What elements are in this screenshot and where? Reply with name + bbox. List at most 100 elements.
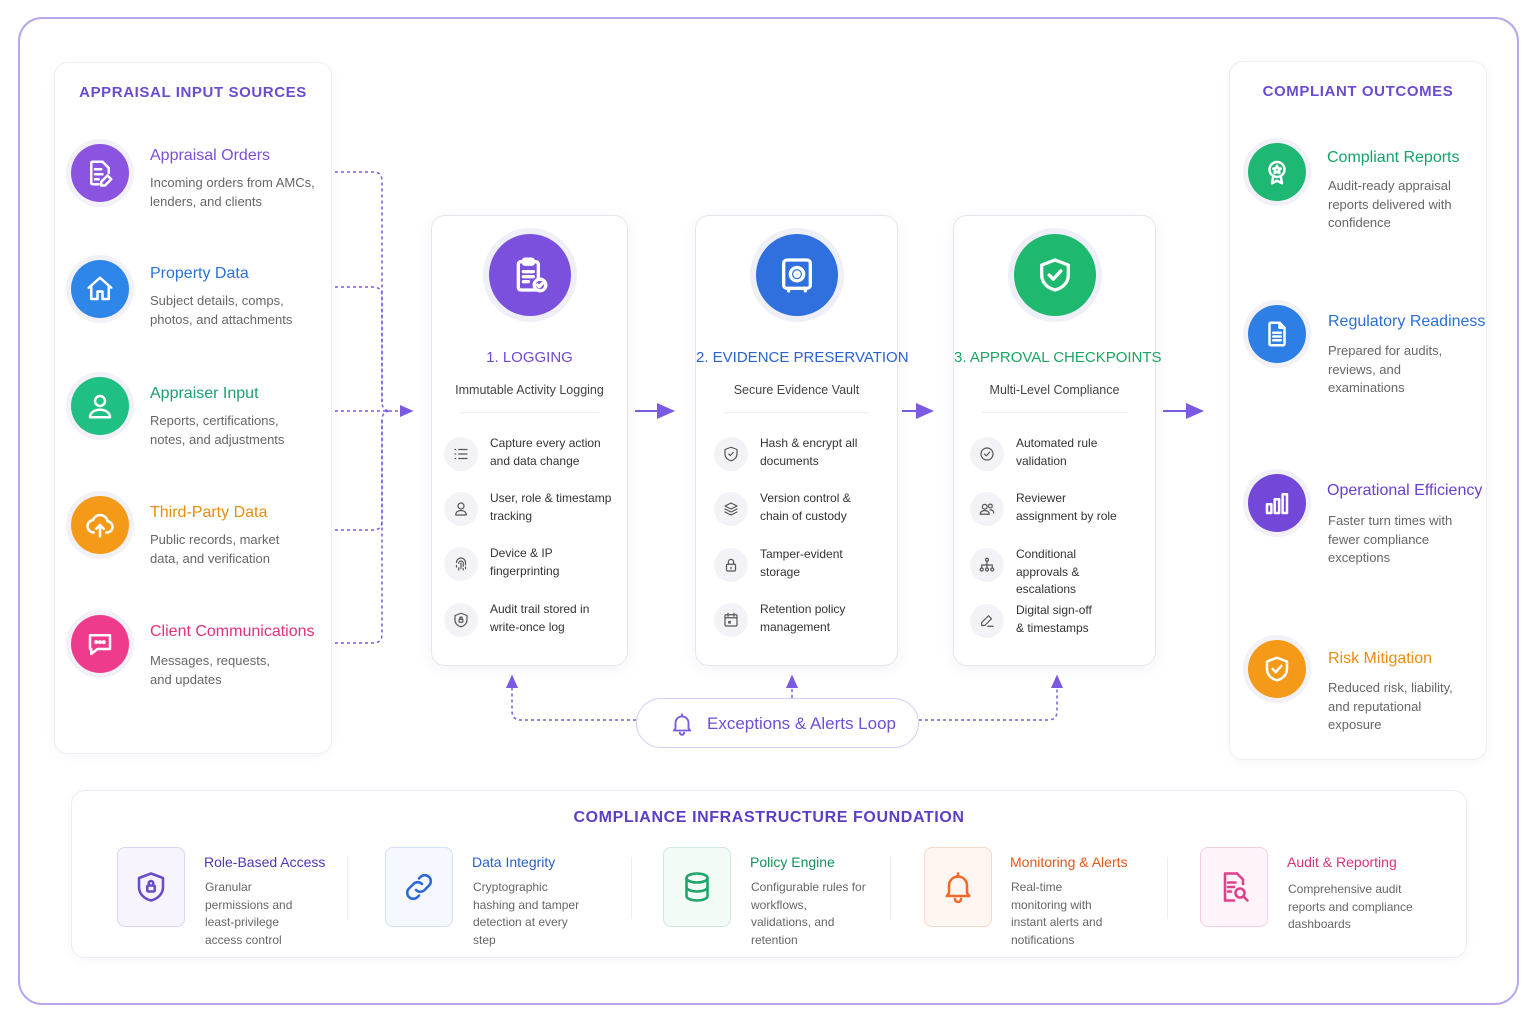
compliance-foundation-panel: COMPLIANCE INFRASTRUCTURE FOUNDATION Rol… xyxy=(71,790,1467,958)
step: Retention policy management xyxy=(714,601,887,649)
outcome-title: Risk Mitigation xyxy=(1328,650,1433,667)
step-text: Automated rule validation xyxy=(1016,436,1098,468)
step-text: Audit trail stored in write-once log xyxy=(490,602,590,634)
calendar-icon xyxy=(714,603,748,637)
divider xyxy=(890,857,891,919)
step: Device & IP fingerprinting xyxy=(444,545,617,593)
divider xyxy=(460,412,599,413)
foundation-item-title: Data Integrity xyxy=(472,854,556,870)
document-edit-icon xyxy=(71,144,129,202)
step-text: Device & IP fingerprinting xyxy=(490,546,560,578)
step: Version control & chain of custody xyxy=(714,490,887,538)
compliant-outcomes-panel: COMPLIANT OUTCOMES Compliant Reports Aud… xyxy=(1229,61,1487,760)
step: Digital sign-off & timestamps xyxy=(970,602,1145,650)
divider xyxy=(724,412,869,413)
list-icon xyxy=(444,437,478,471)
stage-logging: 1. LOGGING Immutable Activity Logging Ca… xyxy=(431,215,628,666)
foundation-audit-reporting: Audit & Reporting Comprehensive audit re… xyxy=(1200,847,1430,931)
step: Tamper-evident storage xyxy=(714,546,887,594)
check-circle-icon xyxy=(970,437,1004,471)
foundation-item-desc: Real-time monitoring with instant alerts… xyxy=(1011,880,1103,947)
input-client-communications: Client Communications Messages, requests… xyxy=(71,615,331,705)
report-search-icon xyxy=(1200,847,1268,927)
database-icon xyxy=(663,847,731,927)
stage-approval-checkpoints: 3. APPROVAL CHECKPOINTS Multi-Level Comp… xyxy=(953,215,1162,666)
foundation-item-desc: Comprehensive audit reports and complian… xyxy=(1288,882,1413,931)
foundation-data-integrity: Data Integrity Cryptographic hashing and… xyxy=(385,847,615,947)
bell-icon xyxy=(672,713,692,736)
shield-lock-icon xyxy=(117,847,185,927)
cloud-upload-icon xyxy=(71,496,129,554)
stage-subtitle: Secure Evidence Vault xyxy=(733,383,860,397)
award-icon xyxy=(1248,143,1306,201)
fingerprint-icon xyxy=(444,547,478,581)
foundation-item-desc: Granular permissions and least-privilege… xyxy=(205,880,293,947)
hierarchy-icon xyxy=(970,548,1004,582)
step-text: Digital sign-off & timestamps xyxy=(1016,603,1092,635)
input-title: Appraiser Input xyxy=(150,385,259,402)
document-icon xyxy=(1248,305,1306,363)
step-text: Retention policy management xyxy=(760,602,846,634)
step: Conditional approvals & escalations xyxy=(970,546,1145,596)
step-text: Tamper-evident storage xyxy=(760,547,843,579)
step: Audit trail stored in write-once log xyxy=(444,601,617,649)
input-title: Client Communications xyxy=(150,623,315,640)
divider xyxy=(1167,857,1168,919)
outcome-desc: Prepared for audits, reviews, and examin… xyxy=(1328,343,1443,395)
stage-subtitle: Multi-Level Compliance xyxy=(989,383,1120,397)
outcome-title: Regulatory Readiness xyxy=(1328,313,1486,330)
step-text: Capture every action and data change xyxy=(490,436,601,468)
outcome-risk-mitigation: Risk Mitigation Reduced risk, liability,… xyxy=(1244,640,1494,750)
step: Capture every action and data change xyxy=(444,435,617,483)
outcome-desc: Reduced risk, liability, and reputationa… xyxy=(1328,680,1453,732)
outcome-title: Compliant Reports xyxy=(1327,149,1460,166)
foundation-item-title: Monitoring & Alerts xyxy=(1010,854,1128,870)
step: Automated rule validation xyxy=(970,435,1145,483)
input-title: Third-Party Data xyxy=(150,504,268,521)
users-icon xyxy=(970,492,1004,526)
step: Hash & encrypt all documents xyxy=(714,435,887,483)
exceptions-alerts-loop: Exceptions & Alerts Loop xyxy=(636,698,919,748)
clipboard-check-icon xyxy=(488,234,571,316)
foundation-item-title: Policy Engine xyxy=(750,854,835,870)
loop-line-left xyxy=(506,674,636,721)
chat-icon xyxy=(71,615,129,673)
step-text: Reviewer assignment by role xyxy=(1016,491,1117,523)
connector-third-party xyxy=(317,420,383,531)
foundation-item-desc: Configurable rules for workflows, valida… xyxy=(751,880,866,947)
loop-label: Exceptions & Alerts Loop xyxy=(707,714,897,733)
loop-line-right xyxy=(919,674,1063,721)
connector-appraisal-orders xyxy=(317,171,392,412)
input-title: Appraisal Orders xyxy=(150,147,271,164)
connector-property-data xyxy=(317,286,383,402)
input-desc: Subject details, comps, photos, and atta… xyxy=(150,293,293,327)
input-desc: Public records, market data, and verific… xyxy=(150,532,280,566)
home-icon xyxy=(71,260,129,318)
outcome-operational-efficiency: Operational Efficiency Faster turn times… xyxy=(1244,474,1494,584)
input-property-data: Property Data Subject details, comps, ph… xyxy=(71,257,331,347)
user-icon xyxy=(71,377,129,435)
shield-lock-icon xyxy=(444,603,478,637)
lock-icon xyxy=(714,548,748,582)
user-icon xyxy=(444,492,478,526)
outcome-title: Operational Efficiency xyxy=(1327,482,1483,499)
foundation-item-title: Role-Based Access xyxy=(204,854,326,870)
input-appraiser-input: Appraiser Input Reports, certifications,… xyxy=(71,377,331,467)
step: Reviewer assignment by role xyxy=(970,490,1145,538)
stage-subtitle: Immutable Activity Logging xyxy=(455,383,604,397)
step: User, role & timestamp tracking xyxy=(444,490,617,538)
stage-evidence-preservation: 2. EVIDENCE PRESERVATION Secure Evidence… xyxy=(695,215,909,666)
bell-icon xyxy=(924,847,992,927)
step-text: Version control & chain of custody xyxy=(760,491,851,523)
layers-icon xyxy=(714,492,748,526)
foundation-monitoring-alerts: Monitoring & Alerts Real-time monitoring… xyxy=(924,847,1154,947)
stage-title: 2. EVIDENCE PRESERVATION xyxy=(696,349,909,366)
outcome-desc: Faster turn times with fewer compliance … xyxy=(1328,513,1453,565)
input-desc: Messages, requests, and updates xyxy=(150,653,270,687)
link-icon xyxy=(385,847,453,927)
step-text: Hash & encrypt all documents xyxy=(760,436,858,468)
step-text: User, role & timestamp tracking xyxy=(490,491,612,523)
diagram-frame xyxy=(18,17,1519,1005)
input-sources-title: APPRAISAL INPUT SOURCES xyxy=(79,84,307,101)
